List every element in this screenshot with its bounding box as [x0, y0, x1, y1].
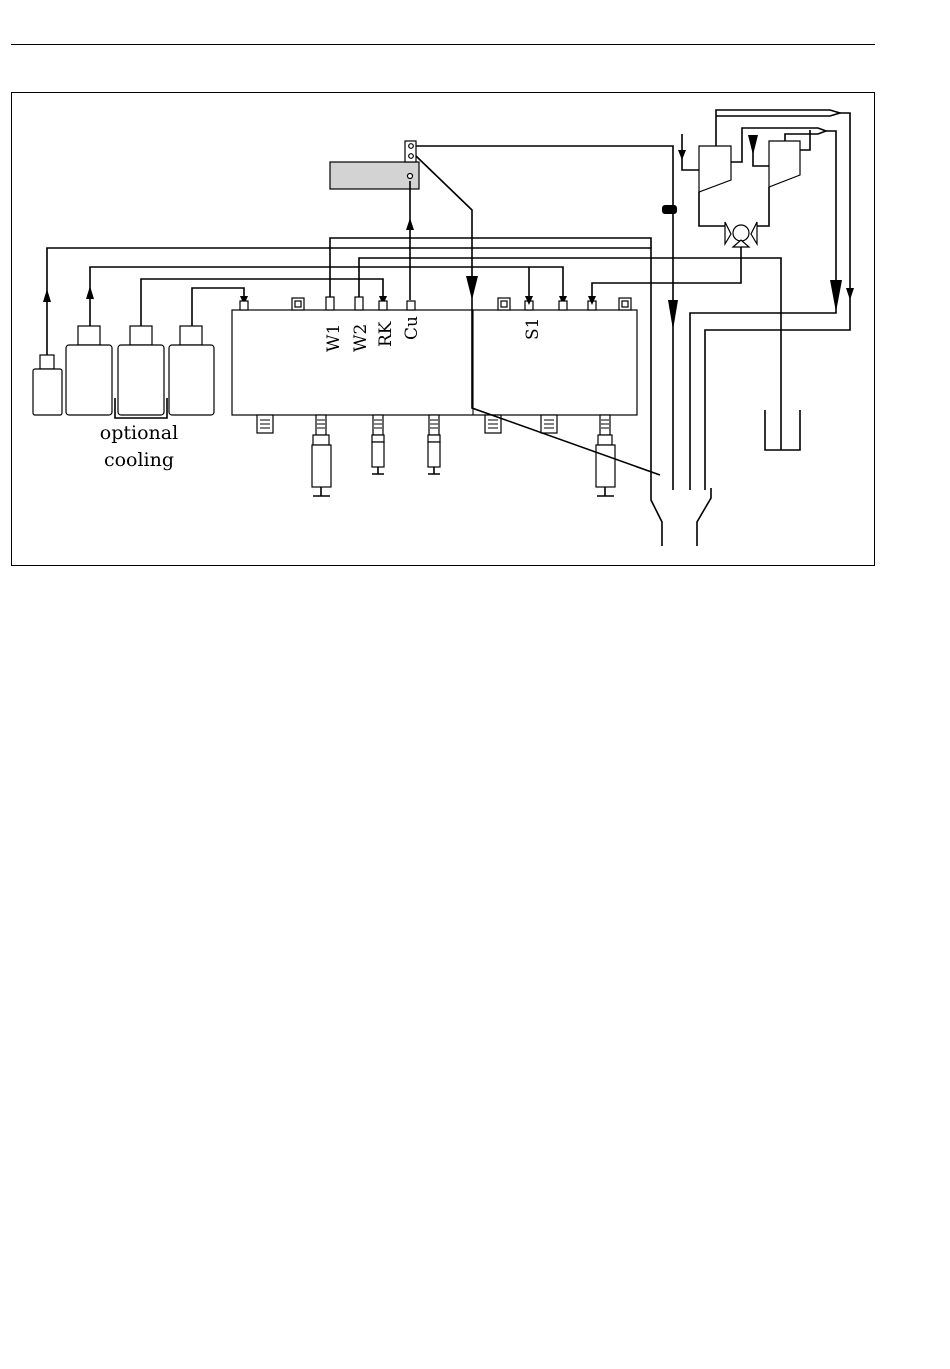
arrow-down-icon: [668, 300, 678, 330]
arrow-down-icon: [466, 276, 478, 300]
reagent-bottle-1: [66, 326, 112, 415]
arrow-up-icon: [406, 218, 414, 230]
sample-vessel-1: [699, 146, 731, 192]
sensor-port: [408, 174, 413, 179]
port-label-rk: RK: [376, 321, 396, 347]
manifold-top-ports: [240, 297, 631, 310]
syringe-pump-3: [428, 415, 440, 474]
reagent-bottle-2: [118, 326, 164, 415]
tube-vessel2-outlet: [800, 130, 810, 150]
drain-funnel-left: [651, 490, 662, 546]
syringe-pump-1: [312, 415, 331, 496]
reagent-bottle-3: [169, 326, 214, 415]
check-valve-icon: [662, 205, 677, 214]
arrow-down-icon: [748, 135, 758, 155]
three-way-valve-icon: [699, 187, 769, 247]
sample-vessel-2: [769, 141, 800, 187]
port-label-w2: W2: [351, 324, 371, 352]
valve-manifold: [232, 310, 637, 415]
arrow-down-icon: [846, 288, 854, 300]
manifold-bottom-ports: [257, 415, 557, 433]
arrow-down-icon: [678, 150, 686, 160]
arrow-up-icon: [86, 286, 94, 299]
arrow-down-icon: [830, 280, 842, 312]
cooling-note-line2: cooling: [104, 449, 174, 471]
reagent-bottle-small: [33, 355, 62, 415]
measuring-cell: [330, 162, 419, 189]
tube-vessel-link: [753, 150, 769, 166]
tube-to-valve: [592, 247, 741, 300]
drain-funnel-right: [697, 488, 711, 546]
port-label-cu: Cu: [402, 316, 422, 340]
syringe-pump-2: [372, 415, 384, 474]
cooling-note-line1: optional: [100, 422, 178, 444]
port-label-s1: S1: [523, 318, 543, 340]
port-label-w1: W1: [324, 324, 344, 352]
waste-beaker: [765, 410, 800, 450]
arrow-up-icon: [43, 289, 51, 302]
